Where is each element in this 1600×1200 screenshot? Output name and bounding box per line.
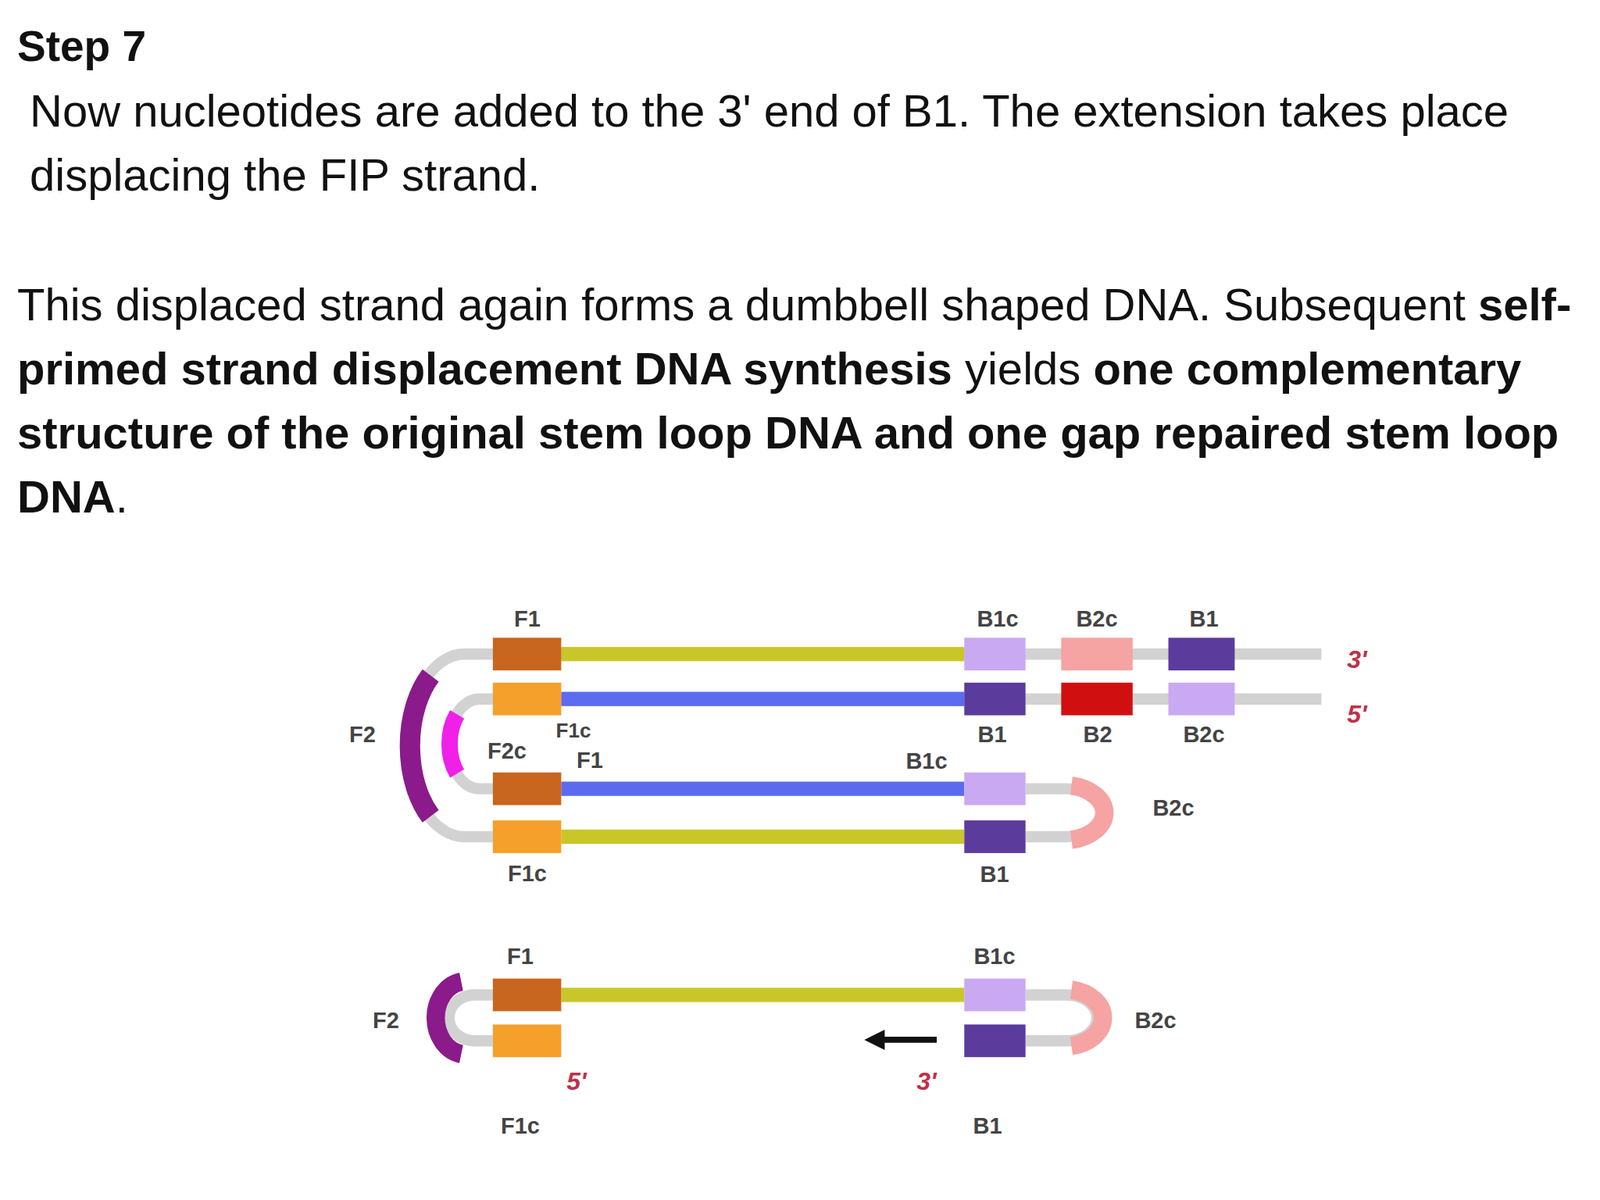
end-label: 3' [916, 1068, 936, 1094]
end-label: 3' [1346, 646, 1367, 672]
region-label: B1c [905, 750, 947, 773]
strand-2 [492, 682, 1236, 716]
f2-arc [435, 981, 462, 1054]
f2c-arc [449, 714, 458, 774]
loop-backbone [449, 994, 493, 1041]
b2c-block [1060, 637, 1133, 671]
strand-3 [492, 772, 1026, 806]
region-label: B2 [1082, 723, 1112, 747]
strand-bar [560, 646, 965, 661]
b2-block [1060, 682, 1133, 716]
region-label: B2c [1182, 723, 1225, 747]
b1-block [964, 682, 1025, 716]
body-text: . [115, 471, 129, 522]
strand-5 [492, 978, 1026, 1012]
loop-backbone [449, 699, 493, 790]
arrow-shaft [879, 1036, 937, 1043]
end-label: 5' [566, 1068, 586, 1094]
f1c-block [492, 820, 562, 854]
arrow-head [864, 1029, 885, 1050]
step-title: Step 7 [17, 20, 147, 72]
region-label: F1c [507, 862, 547, 886]
backbone-lines [407, 653, 1322, 1041]
strand-1 [492, 637, 1236, 671]
strand-bar [560, 692, 965, 707]
b2c-arc [1071, 785, 1104, 840]
b1-block [964, 1024, 1025, 1058]
f1-block [492, 637, 562, 671]
f1c-block [492, 682, 562, 716]
region-label: F2c [487, 739, 527, 763]
body-text: Now nucleotides are added to the 3' end … [29, 85, 1509, 200]
strand-4 [492, 820, 1026, 854]
region-label: F1 [576, 749, 604, 772]
b1c-block [964, 637, 1025, 671]
body-text: yields [964, 342, 1081, 394]
f2-arc [410, 675, 431, 817]
extension-arrow [864, 1029, 937, 1050]
f1-block [492, 978, 562, 1012]
strand-bar [560, 829, 965, 844]
body-paragraph: This displaced strand again forms a dumb… [17, 272, 1588, 529]
region-label: F1c [500, 1114, 540, 1138]
strand-bar [560, 781, 965, 796]
region-label: B1 [977, 723, 1007, 747]
region-label: B1c [973, 945, 1015, 968]
f1-block [492, 772, 562, 806]
region-label: F2 [349, 723, 376, 747]
body-paragraph: Now nucleotides are added to the 3' end … [17, 78, 1600, 208]
region-label: B1c [976, 607, 1018, 631]
end-label: 5' [1346, 701, 1367, 727]
region-label: B2c [1075, 607, 1118, 631]
body-text: This displaced strand again forms a dumb… [17, 278, 1466, 330]
region-label: F1c [556, 720, 592, 741]
region-label: F2 [372, 1009, 400, 1033]
region-label: B2c [1134, 1009, 1176, 1033]
region-label: F1 [514, 607, 541, 631]
strand-bar [560, 987, 965, 1002]
b2c-block [1168, 682, 1236, 716]
region-label: B1 [1189, 607, 1218, 631]
strand-6 [492, 1024, 1026, 1058]
b2c-arc [1071, 989, 1103, 1047]
loop-backbone [407, 653, 493, 837]
region-label: B1 [979, 863, 1009, 886]
b1c-block [964, 978, 1025, 1012]
f1c-block [492, 1024, 562, 1058]
b1c-block [964, 772, 1025, 806]
region-label: F1 [507, 945, 534, 968]
b1-block [1168, 637, 1236, 671]
region-label: B1 [972, 1114, 1002, 1138]
b1-block [964, 820, 1025, 854]
region-label: B2c [1152, 796, 1194, 820]
